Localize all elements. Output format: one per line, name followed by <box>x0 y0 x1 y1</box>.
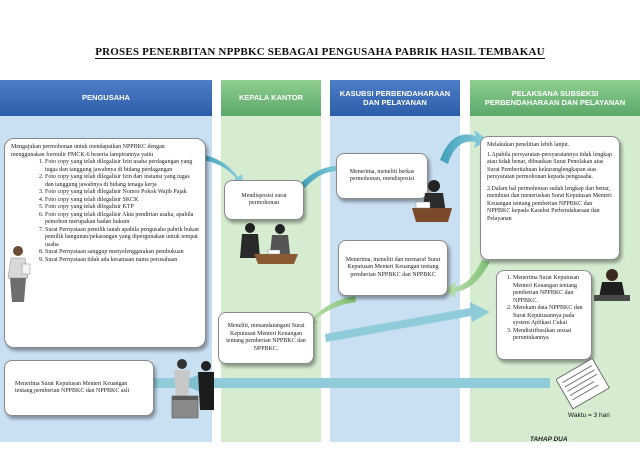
penelitian-point-1: 1.Apabila persyaratan-persyaratannya tid… <box>487 151 612 181</box>
official-seated-icon <box>594 269 630 301</box>
list-item: Merekam data NPPBKC dan Surat Keputusann… <box>513 305 587 328</box>
waktu-label: Waktu = 3 hari <box>568 412 610 419</box>
pelaksana-akhir-box: Menerima Surat Keputusan Menteri Keuanga… <box>496 270 592 360</box>
requirements-intro: Mengajukan permohonan untuk mendapatkan … <box>11 144 165 158</box>
list-item: Surat Pernyataan pemilik tanah apabila p… <box>45 227 199 250</box>
list-item: Foto copy yang telah dilegalisir Nomor P… <box>45 189 199 197</box>
penelitian-point-2: 2.Dalam hal permohonan sudah lengkap dan… <box>487 185 612 222</box>
handover-people-icon <box>171 359 214 419</box>
column-header-kepala-kantor: KEPALA KANTOR <box>221 80 321 116</box>
pengusaha-requirements-box: Mengajukan permohonan untuk mendapatkan … <box>4 138 206 348</box>
woman-with-documents-icon <box>7 246 31 302</box>
arrow-return-head <box>180 374 200 392</box>
list-item: Surat Pernyataan tidak ada kesamaan nama… <box>45 257 199 265</box>
column-header-kasubsi: KASUBSI PERBENDAHARAAN DAN PELAYANAN <box>330 80 460 116</box>
list-item: Foto copy yang telah dilegalisir Akta pe… <box>45 212 199 227</box>
list-item: Mendistribusikan sesuai peruntukannya <box>513 328 587 343</box>
pelaksana-penelitian-box: Melakukan penelitian lebih lanjut. 1.Apa… <box>480 136 620 260</box>
list-item: Surat Pernyataan sanggup menyelenggaraka… <box>45 249 199 257</box>
arrow-kepala-to-pelaksana <box>325 302 490 342</box>
arrow-kasubsi-to-kepala <box>305 296 356 328</box>
arrow-pengusaha-to-kepala <box>200 154 244 186</box>
official-at-desk-icon <box>412 180 452 222</box>
list-item: Menerima Surat Keputusan Menteri Keuanga… <box>513 275 587 305</box>
kasubsi-paraf-box: Menerima, meneliti dan memaraf Surat Kep… <box>338 240 448 296</box>
pelaksana-akhir-list: Menerima Surat Keputusan Menteri Keuanga… <box>499 275 587 343</box>
column-header-pengusaha: PENGUSAHA <box>0 80 212 116</box>
document-stamp-icon <box>556 358 610 410</box>
tahap-label: TAHAP DUA <box>530 436 568 443</box>
kepala-ttd-box: Meneliti, menandatangani Surat Keputusan… <box>218 312 314 364</box>
column-header-pelaksana: PELAKSANA SUBSEKSI PERBENDAHARAAN DAN PE… <box>470 80 640 116</box>
list-item: Foto copy yang telah dilegalisir Izin da… <box>45 174 199 189</box>
arrow-pelaksana-to-kasubsi <box>444 260 490 298</box>
arrow-kasubsi-to-pelaksana <box>440 130 488 164</box>
pengusaha-terima-box: Menerima Surat Keputusan Menteri Keuanga… <box>4 360 154 416</box>
list-item: Foto copy yang telah dilegalisir SKCK <box>45 197 199 205</box>
kepala-disposisi-box: Mendisposisi surat permohonan <box>224 180 304 220</box>
arrow-return-band <box>150 378 550 388</box>
officials-meeting-icon <box>240 223 298 264</box>
list-item: Foto copy yang telah dilegalisir Izin us… <box>45 159 199 174</box>
kasubsi-menerima-box: Menerima, meneliti berkas permohonan, me… <box>336 153 428 199</box>
requirements-list: Foto copy yang telah dilegalisir Izin us… <box>11 159 199 264</box>
penelitian-intro: Melakukan penelitian lebih lanjut. <box>487 142 570 148</box>
list-item: Foto copy yang telah dilegalisir KTP <box>45 204 199 212</box>
page-title: PROSES PENERBITAN NPPBKC SEBAGAI PENGUSA… <box>95 46 545 59</box>
